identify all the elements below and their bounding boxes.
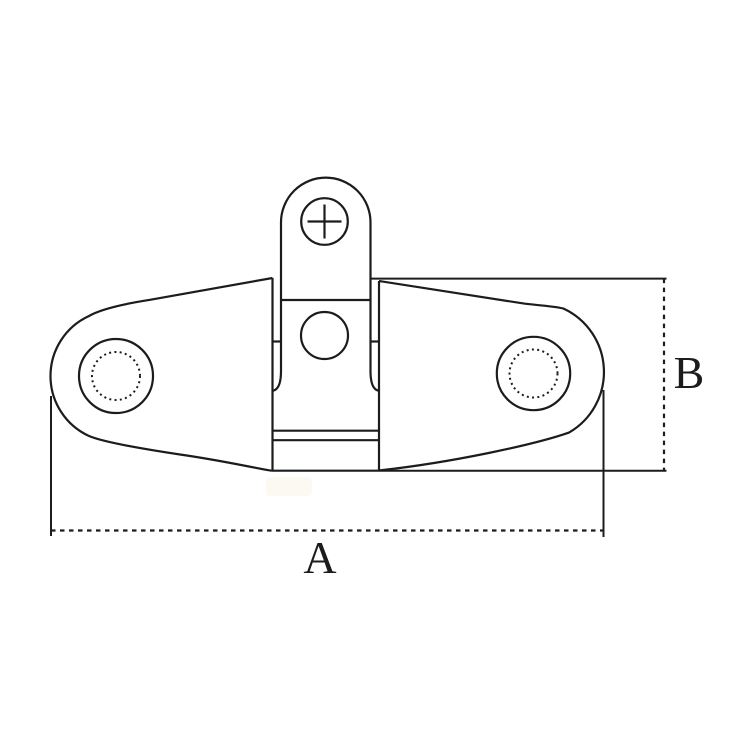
- mounting-tab: [272, 176, 380, 392]
- part-outline-group: [49, 176, 605, 472]
- watermark-remnant: [266, 477, 312, 496]
- center-pivot-hole: [299, 310, 350, 361]
- right-mounting-hole-hidden-bore: [508, 348, 559, 399]
- dim-a-label: A: [303, 532, 336, 583]
- body-left-lobe: [49, 276, 273, 472]
- dimension-b-group: B: [370, 277, 705, 472]
- right-mounting-hole: [495, 335, 572, 412]
- left-mounting-hole-hidden-bore: [91, 351, 141, 401]
- tab-screw-hole: [300, 197, 349, 246]
- dimension-a-group: A: [50, 390, 605, 583]
- left-mounting-hole: [77, 337, 155, 415]
- body-right-lobe: [378, 279, 605, 472]
- dim-b-label: B: [674, 347, 705, 398]
- screw-cross-icon: [307, 204, 342, 239]
